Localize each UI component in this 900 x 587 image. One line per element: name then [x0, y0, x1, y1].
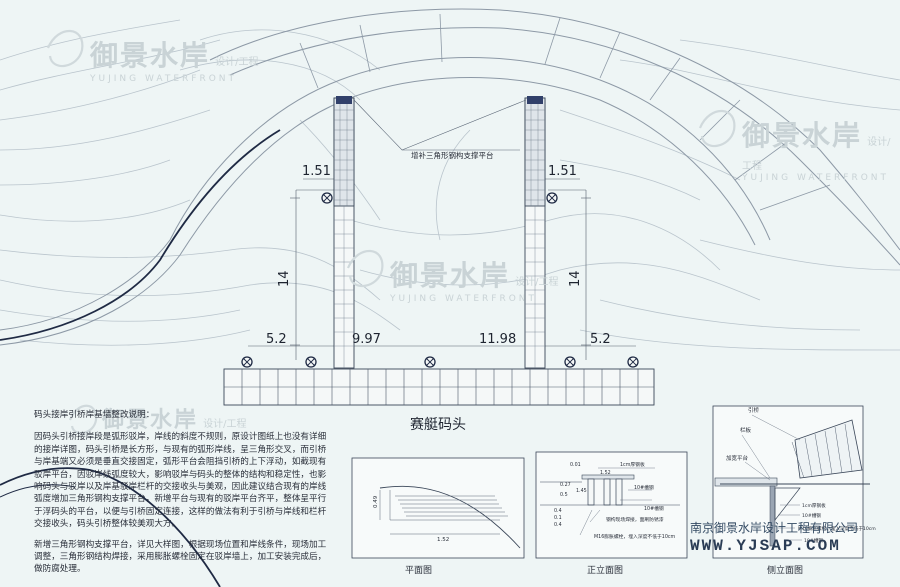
callout-leaders	[353, 99, 527, 151]
dim-left-inner: 9.97	[352, 332, 381, 347]
svg-text:10#槽钢: 10#槽钢	[802, 512, 821, 519]
detail-side-elevation: 引桥 栏板 加宽平台 1cm厚钢板 10#槽钢 M16膨胀螺栓，埋入深度不低于1…	[712, 405, 876, 559]
right-gangway	[524, 96, 546, 369]
extension-lines	[248, 178, 636, 360]
detail-front-elevation: 1cm厚钢板 1.52 1.45 0.27 0.5 0.01 10#槽钢 10#…	[535, 451, 688, 559]
svg-text:10#槽钢: 10#槽钢	[804, 537, 823, 544]
detail-plan-view: 0.49 1.52	[351, 457, 525, 559]
shoreline-arcs	[0, 8, 900, 346]
watermark-logo-marks	[46, 29, 736, 435]
svg-text:10#槽钢: 10#槽钢	[634, 484, 654, 491]
notes-paragraph-2: 新增三角形钢构支撑平台，详见大样图，根据现场位置和岸线条件，现场加工调整，三角形…	[34, 539, 327, 575]
svg-text:M16膨胀螺栓，埋入深度不低于10cm: M16膨胀螺栓，埋入深度不低于10cm	[798, 525, 876, 532]
svg-text:0.49: 0.49	[373, 495, 379, 508]
notes-title: 码头接岸引桥岸基墙整改说明：	[34, 410, 155, 420]
detail-plan-label: 平面图	[405, 565, 432, 576]
svg-text:1cm厚钢板: 1cm厚钢板	[802, 502, 826, 509]
boundary-line	[0, 129, 281, 341]
pontoon-dock	[223, 368, 655, 406]
website-url: WWW.YJSAP.COM	[690, 537, 841, 555]
svg-text:加宽平台: 加宽平台	[726, 454, 749, 462]
svg-text:1.52: 1.52	[600, 470, 611, 476]
svg-text:1.52: 1.52	[437, 537, 449, 543]
callout-label: 增补三角形钢构支撑平台	[411, 150, 494, 160]
svg-text:0.27: 0.27	[560, 482, 571, 488]
dim-right-length: 14	[568, 270, 583, 287]
dim-left-width: 1.51	[302, 164, 331, 179]
svg-text:M16膨胀螺栓，埋入深度不低于10cm: M16膨胀螺栓，埋入深度不低于10cm	[594, 533, 676, 540]
notes-paragraph-1: 因码头引桥接岸段是弧形驳岸，岸线的斜度不规则，原设计图纸上也没有详细的接岸详图，…	[34, 432, 327, 530]
dim-right-width: 1.51	[548, 164, 577, 179]
svg-text:0.4: 0.4	[554, 508, 562, 514]
dim-left-length: 14	[277, 270, 292, 287]
detail-front-label: 正立面图	[587, 564, 623, 576]
svg-text:0.01: 0.01	[570, 462, 581, 468]
svg-text:1cm厚钢板: 1cm厚钢板	[620, 461, 645, 468]
svg-text:10#槽钢: 10#槽钢	[644, 505, 664, 512]
dimension-labels: 1.51 1.51 14 14 5.2 9.97 11.98 5.2	[266, 164, 611, 347]
dim-left-edge: 5.2	[266, 332, 287, 347]
svg-text:栏板: 栏板	[740, 426, 752, 434]
dim-right-inner: 11.98	[479, 332, 516, 347]
detail-side-label: 侧立面图	[767, 564, 803, 576]
terrace-segments	[299, 13, 831, 211]
svg-text:0.5: 0.5	[560, 492, 568, 498]
svg-text:引桥: 引桥	[748, 406, 760, 414]
dim-right-edge: 5.2	[590, 332, 611, 347]
plan-title: 赛艇码头	[410, 417, 466, 433]
svg-text:1.45: 1.45	[576, 488, 587, 494]
boundary-line-lower	[0, 467, 221, 587]
svg-text:0.1: 0.1	[554, 515, 562, 521]
contour-lines	[0, 19, 900, 351]
company-name: 南京御景水岸设计工程有限公司	[690, 521, 859, 535]
svg-text:钢构现场焊接，面刷防锈漆: 钢构现场焊接，面刷防锈漆	[606, 516, 664, 523]
left-gangway	[333, 96, 355, 369]
svg-text:0.4: 0.4	[554, 522, 562, 528]
rectification-notes: 码头接岸引桥岸基墙整改说明： 因码头引桥接岸段是弧形驳岸，岸线的斜度不规则，原设…	[34, 409, 334, 584]
